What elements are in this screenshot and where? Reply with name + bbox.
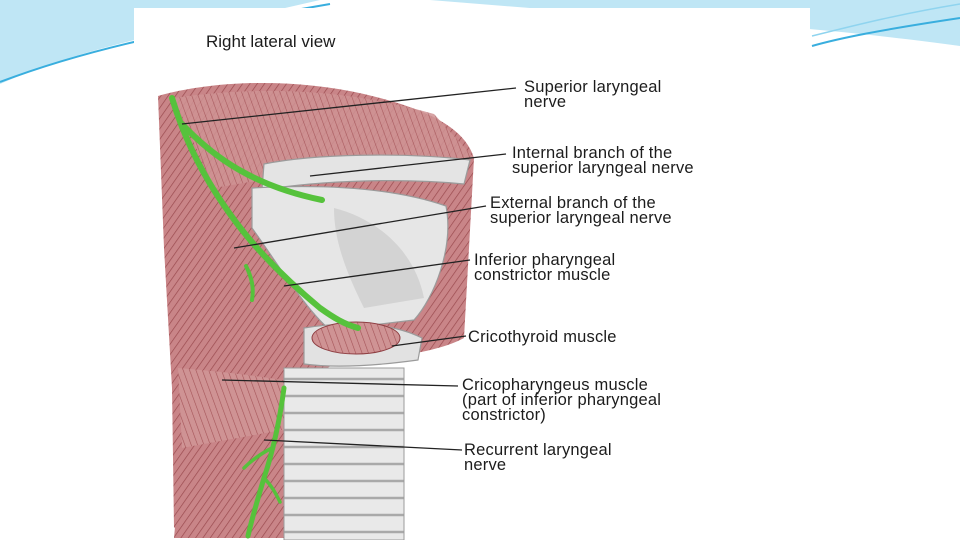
internal-branch-path — [179, 121, 325, 203]
swoosh-top-right-line — [811, 17, 960, 47]
swoosh-top-left — [0, 0, 320, 84]
leader-cricothyroid — [391, 335, 467, 347]
external-branch-twig — [244, 264, 255, 302]
cricopharyngeus-band — [178, 368, 304, 448]
swoosh-top-right-line2 — [811, 3, 960, 37]
recurrent-branch-2 — [262, 476, 282, 504]
leader-superior-laryngeal — [181, 87, 517, 125]
leader-recurrent — [263, 439, 463, 451]
trachea — [283, 367, 405, 540]
thyroid-shading — [334, 208, 424, 308]
upper-muscle-sheet — [174, 90, 474, 188]
leader-cricopharyngeus — [221, 379, 459, 387]
label-cricopharyngeus-muscle: Cricopharyngeus muscle(part of inferior … — [462, 376, 662, 424]
larynx-illustration — [158, 82, 517, 540]
swoosh-top-right — [430, 0, 960, 46]
leader-inferior-constrictor — [283, 259, 471, 287]
leader-external-branch — [233, 205, 487, 249]
leader-internal-branch — [309, 153, 507, 177]
superior-laryngeal-nerve-path — [169, 95, 361, 331]
figure-title: Right lateral view — [206, 32, 336, 51]
cricothyroid-muscle-shape — [311, 321, 401, 355]
label-cricothyroid-muscle: Cricothyroid muscle — [468, 328, 617, 346]
esophagus-muscle — [174, 428, 294, 538]
recurrent-branch-1 — [242, 446, 274, 470]
